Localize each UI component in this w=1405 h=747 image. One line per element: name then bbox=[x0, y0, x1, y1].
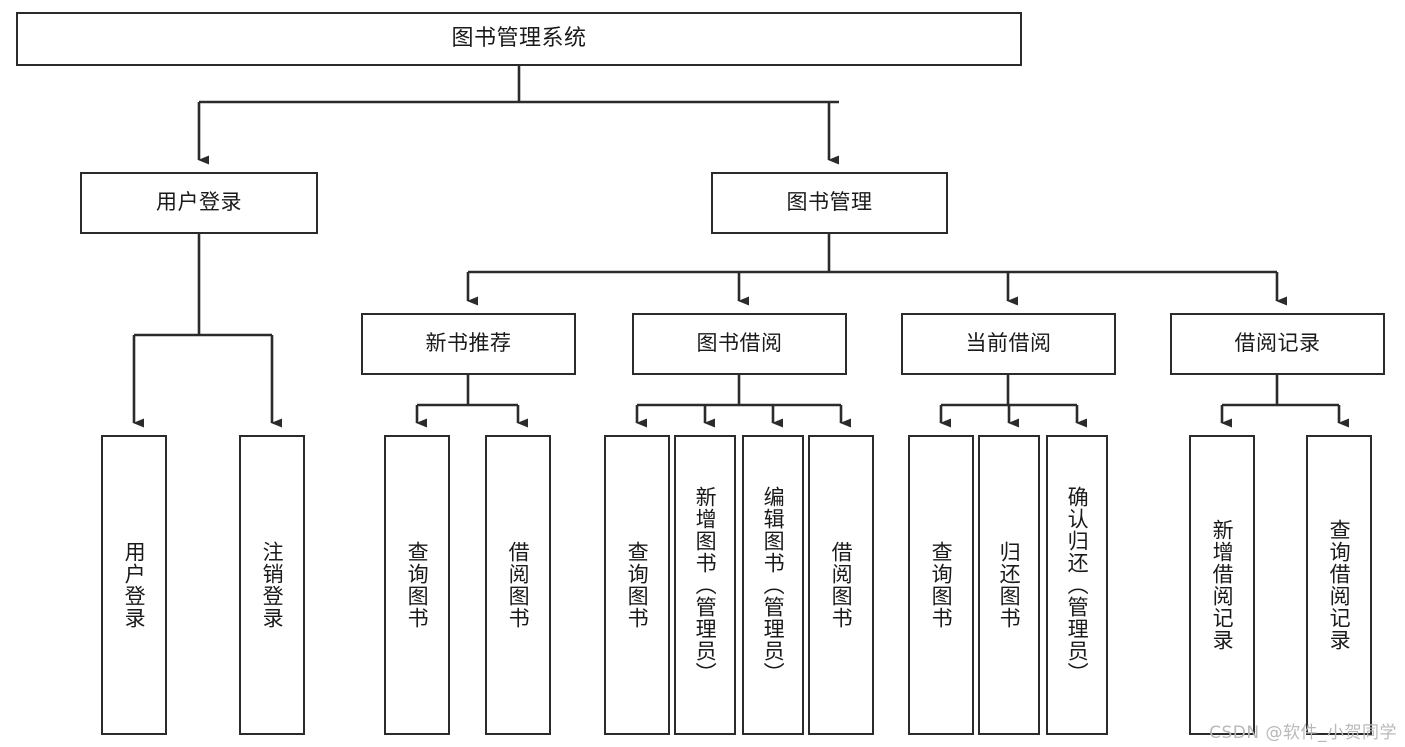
node-leaf-query-record-label: 查询借阅记录 bbox=[1327, 519, 1352, 651]
node-leaf-borrow-book-2-label: 借阅图书 bbox=[829, 541, 854, 629]
node-leaf-query-book-2[interactable]: 查询图书 bbox=[604, 435, 670, 735]
node-leaf-borrow-book-2[interactable]: 借阅图书 bbox=[808, 435, 874, 735]
node-user-login-label: 用户登录 bbox=[156, 190, 242, 215]
node-book-manage-label: 图书管理 bbox=[786, 190, 873, 215]
node-leaf-add-book-label: 新增图书（管理员） bbox=[693, 486, 718, 684]
node-leaf-add-book[interactable]: 新增图书（管理员） bbox=[674, 435, 736, 735]
node-book-borrow[interactable]: 图书借阅 bbox=[632, 313, 847, 375]
node-leaf-confirm-return[interactable]: 确认归还（管理员） bbox=[1046, 435, 1108, 735]
node-leaf-user-login-label: 用户登录 bbox=[122, 541, 147, 629]
node-user-login[interactable]: 用户登录 bbox=[80, 172, 318, 234]
node-book-manage[interactable]: 图书管理 bbox=[711, 172, 948, 234]
node-leaf-edit-book-label: 编辑图书（管理员） bbox=[761, 486, 786, 684]
node-borrow-record[interactable]: 借阅记录 bbox=[1170, 313, 1385, 375]
node-leaf-confirm-return-label: 确认归还（管理员） bbox=[1065, 486, 1090, 684]
node-leaf-query-book-3-label: 查询图书 bbox=[929, 541, 954, 629]
node-leaf-user-logout-label: 注销登录 bbox=[260, 541, 285, 629]
node-leaf-edit-book[interactable]: 编辑图书（管理员） bbox=[742, 435, 804, 735]
node-leaf-add-record-label: 新增借阅记录 bbox=[1210, 519, 1235, 651]
node-new-book-recommend[interactable]: 新书推荐 bbox=[361, 313, 576, 375]
node-leaf-query-book-1-label: 查询图书 bbox=[405, 541, 430, 629]
node-leaf-query-record[interactable]: 查询借阅记录 bbox=[1306, 435, 1372, 735]
node-leaf-query-book-3[interactable]: 查询图书 bbox=[908, 435, 974, 735]
node-leaf-borrow-book-1-label: 借阅图书 bbox=[506, 541, 531, 629]
node-leaf-add-record[interactable]: 新增借阅记录 bbox=[1189, 435, 1255, 735]
node-leaf-return-book[interactable]: 归还图书 bbox=[978, 435, 1040, 735]
node-borrow-record-label: 借阅记录 bbox=[1234, 331, 1321, 356]
node-leaf-query-book-1[interactable]: 查询图书 bbox=[384, 435, 450, 735]
node-root[interactable]: 图书管理系统 bbox=[16, 12, 1022, 66]
node-leaf-return-book-label: 归还图书 bbox=[997, 541, 1022, 629]
node-leaf-user-logout[interactable]: 注销登录 bbox=[239, 435, 305, 735]
node-root-label: 图书管理系统 bbox=[451, 25, 587, 51]
node-leaf-query-book-2-label: 查询图书 bbox=[625, 541, 650, 629]
node-current-borrow-label: 当前借阅 bbox=[965, 331, 1052, 356]
node-leaf-user-login[interactable]: 用户登录 bbox=[101, 435, 167, 735]
node-book-borrow-label: 图书借阅 bbox=[696, 331, 783, 356]
node-current-borrow[interactable]: 当前借阅 bbox=[901, 313, 1116, 375]
node-leaf-borrow-book-1[interactable]: 借阅图书 bbox=[485, 435, 551, 735]
node-new-book-recommend-label: 新书推荐 bbox=[425, 331, 512, 356]
